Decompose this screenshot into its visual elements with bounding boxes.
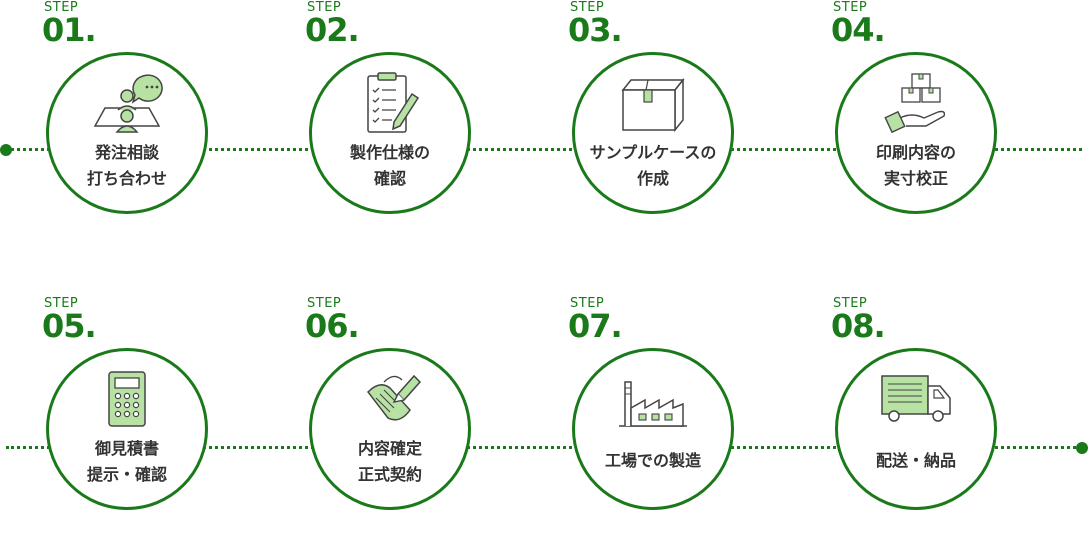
step-number: 03. <box>568 11 623 49</box>
step-02: STEP 02. 製作仕様の 確認 <box>305 0 471 214</box>
start-dot <box>0 144 12 156</box>
step-05: STEP 05. 御見積書 提示・確認 <box>42 296 208 510</box>
step-text: 製作仕様の 確認 <box>309 140 471 192</box>
step-text: 御見積書 提示・確認 <box>46 436 208 488</box>
clipboard-checklist-icon <box>367 72 420 133</box>
step-text-line2: 正式契約 <box>357 465 422 484</box>
step-text-line1: 工場での製造 <box>604 451 701 470</box>
step-label: STEP <box>307 0 342 15</box>
step-label: STEP <box>44 0 79 15</box>
step-text: 工場での製造 <box>572 448 734 474</box>
calculator-icon <box>108 371 146 427</box>
box-icon <box>621 77 685 133</box>
step-number: 06. <box>305 307 360 345</box>
step-07: STEP 07. 工場での製造 <box>568 296 734 510</box>
step-text-line1: 印刷内容の <box>875 143 956 162</box>
end-dot <box>1076 442 1088 454</box>
step-text-line1: サンプルケースの <box>589 143 717 162</box>
step-text-line1: 発注相談 <box>94 143 159 162</box>
connector-line-row2 <box>6 446 1082 449</box>
step-label: STEP <box>570 0 605 15</box>
step-text-line2: 打ち合わせ <box>86 169 167 188</box>
step-text: 発注相談 打ち合わせ <box>46 140 208 192</box>
step-circle <box>572 348 734 510</box>
step-circle <box>46 52 208 214</box>
step-text-line1: 製作仕様の <box>349 143 430 162</box>
step-text: 配送・納品 <box>835 448 997 474</box>
step-text: 内容確定 正式契約 <box>309 436 471 488</box>
step-label: STEP <box>44 296 79 311</box>
step-number: 05. <box>42 307 97 345</box>
step-number: 02. <box>305 11 360 49</box>
step-number: 04. <box>831 11 886 49</box>
step-text-line2: 確認 <box>373 169 406 188</box>
step-text-line2: 実寸校正 <box>883 169 948 188</box>
step-text-line2: 提示・確認 <box>86 465 167 484</box>
step-06: STEP 06. 内容確定 正式契約 <box>305 296 471 510</box>
truck-icon <box>881 375 951 422</box>
step-label: STEP <box>570 296 605 311</box>
step-08: STEP 08. 配送・納品 <box>831 296 997 510</box>
step-number: 07. <box>568 307 623 345</box>
hand-boxes-icon <box>884 73 946 134</box>
step-04: STEP 04. 印刷内容の 実寸校正 <box>831 0 997 214</box>
step-circle <box>572 52 734 214</box>
step-text-line1: 御見積書 <box>94 439 159 458</box>
step-text-line1: 内容確定 <box>357 439 422 458</box>
step-number: 08. <box>831 307 886 345</box>
consultation-icon <box>93 74 163 133</box>
step-circle <box>309 348 471 510</box>
factory-icon <box>619 381 687 427</box>
step-text-line1: 配送・納品 <box>875 451 956 470</box>
step-text: 印刷内容の 実寸校正 <box>835 140 997 192</box>
step-number: 01. <box>42 11 97 49</box>
step-text-line2: 作成 <box>636 169 669 188</box>
step-label: STEP <box>307 296 342 311</box>
contract-pen-icon <box>367 374 422 421</box>
step-circle <box>835 348 997 510</box>
step-label: STEP <box>833 0 868 15</box>
step-03: STEP 03. サンプルケースの 作成 <box>568 0 734 214</box>
connector-line-row1 <box>6 148 1082 151</box>
step-text: サンプルケースの 作成 <box>572 140 734 192</box>
step-label: STEP <box>833 296 868 311</box>
step-01: STEP 01. 発注相談 打ち合わせ <box>42 0 208 214</box>
